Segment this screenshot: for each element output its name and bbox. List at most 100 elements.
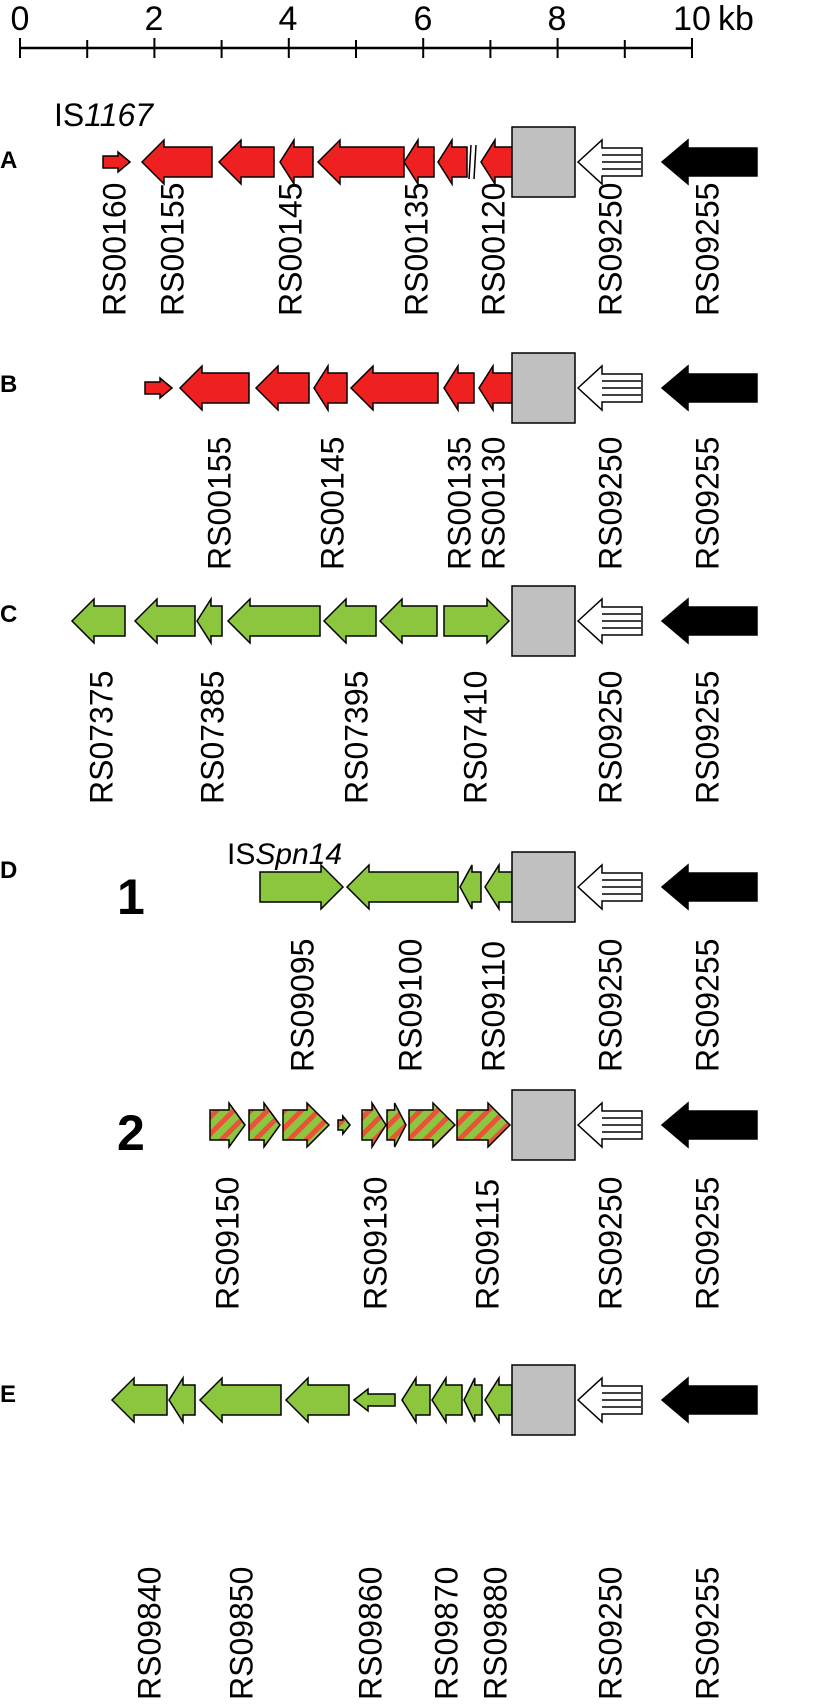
gene-arrow [484,1375,513,1425]
gene-arrow [403,137,435,187]
gene-arrow [168,1375,196,1425]
gene-label: RS09850 [223,1567,259,1700]
gene-label: RS09115 [469,1179,505,1310]
is1167-annotation: IS1167 [54,97,154,133]
scale-label-10: 10 [673,0,711,38]
gene-label: RS00145 [272,183,308,316]
gene-arrow-rs09255 [660,364,758,412]
gene-arrow [463,1377,483,1423]
gene-arrow-hatched [209,1100,246,1150]
isspn14-annotation: ISSpn14 [227,838,342,871]
panel-label-e: E [0,1381,16,1408]
gray-box [511,126,576,198]
gene-arrow [313,363,348,413]
gene-label: RS09250 [592,939,628,1072]
gray-box [511,1089,576,1161]
gene-arrow-hatched [408,1101,457,1149]
gene-arrow [401,1375,431,1425]
scale-label-4: 4 [279,0,298,38]
gene-label: RS09860 [352,1567,388,1700]
gene-label: RS09250 [592,1567,628,1700]
gene-sliver [468,144,472,180]
gene-arrow [217,138,275,186]
gene-arrow-hatched [386,1102,407,1148]
gene-label: RS09880 [477,1567,513,1700]
gene-arrow [322,597,377,645]
panel-c: RS07375 RS07385 RS07395 RS07410 RS09250 RS092… [70,585,758,804]
panel-a: RS00160 RS00155 RS00145 RS00135 RS00120 RS092… [96,126,758,316]
scale-unit: kb [718,0,754,38]
gene-arrow-rs09255 [660,1376,758,1424]
gene-arrow [196,596,223,646]
gene-arrow [378,597,438,645]
gene-label: RS09250 [592,671,628,804]
gene-arrow [349,364,439,412]
gene-label: RS09130 [357,1177,393,1310]
gene-arrow-hatched [337,1113,351,1137]
gene-arrow-hatched [456,1101,512,1149]
gene-arrow [345,863,459,911]
gene-label: RS07385 [194,671,230,804]
gene-label: RS09250 [592,437,628,570]
gene-label: RS00155 [154,183,190,316]
gray-box [511,1364,576,1436]
panel-d-sublabel-2: 2 [117,1105,145,1161]
gene-arrow [431,1375,463,1425]
panel-label-b: B [0,371,17,398]
panel-label-a: A [0,147,17,174]
scale-label-2: 2 [145,0,164,38]
panel-d1: RS09095 RS09100 RS09110 RS09250 RS09255 [259,851,758,1072]
panel-d2: RS09150 RS09130 RS09115 RS09250 RS09255 [209,1089,758,1310]
gene-arrow [110,1376,168,1424]
panel-d-sublabel-1: 1 [117,869,145,925]
gene-label: RS00160 [96,183,132,316]
gene-label: RS00135 [441,437,477,570]
gene-label: RS09255 [689,183,725,316]
gene-arrow [352,1387,396,1413]
gene-arrow [259,863,345,911]
gray-box [511,585,576,657]
gene-label: RS00155 [201,437,237,570]
gene-label: RS09110 [475,941,511,1072]
gene-arrow [178,364,250,412]
gene-label: RS00120 [475,183,511,316]
gene-arrow [144,376,174,400]
gene-arrow-rs09255 [660,138,758,186]
gene-arrow [140,138,213,186]
gene-arrow [226,597,321,645]
scale-label-0: 0 [11,0,30,38]
gene-label: RS09255 [689,671,725,804]
gene-label: RS00130 [475,437,511,570]
gene-label: RS07410 [457,671,493,804]
gene-label: RS09255 [689,1567,725,1700]
gene-arrow-rs09255 [660,597,758,645]
gene-label: RS09095 [284,939,320,1072]
gene-arrow [443,363,475,413]
gene-label: RS09255 [689,939,725,1072]
panel-e: RS09840 RS09850 RS09860 RS09870 RS09880 RS092… [110,1364,758,1700]
scale-label-8: 8 [548,0,567,38]
gene-label: RS09250 [592,183,628,316]
gene-arrow [478,363,513,413]
gene-arrow [133,597,196,645]
gene-label: RS09100 [392,939,428,1072]
gene-label: RS00135 [398,183,434,316]
gene-arrow [254,364,310,412]
gene-label: RS09840 [131,1567,167,1700]
scale-ticks [19,38,693,58]
gene-label: RS09150 [209,1177,245,1310]
gene-label: RS09250 [592,1177,628,1310]
gene-label: RS07395 [338,671,374,804]
gene-label: RS07375 [83,671,119,804]
gene-label: RS09255 [689,1177,725,1310]
gene-arrow [443,597,511,645]
gene-arrow [316,138,405,186]
gene-label: RS09870 [428,1567,464,1700]
gene-label: RS09255 [689,437,725,570]
panel-label-d: D [0,857,17,884]
gene-arrow [459,864,482,910]
gene-arrow-hatched [248,1100,281,1150]
